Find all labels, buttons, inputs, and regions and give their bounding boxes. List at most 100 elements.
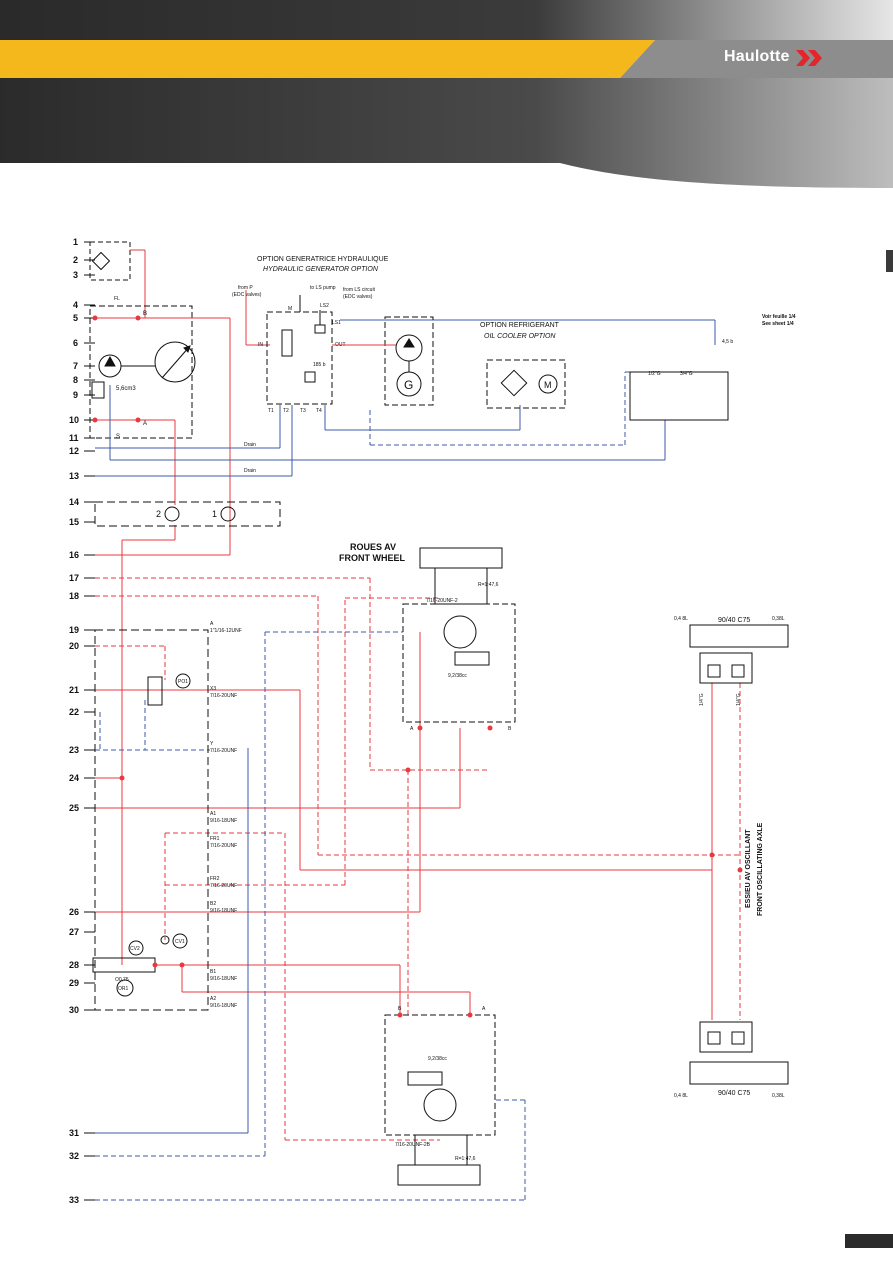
port-x3: X3 bbox=[210, 686, 216, 692]
junction-dot bbox=[92, 315, 98, 321]
generator-pressure: 185 b bbox=[313, 362, 326, 368]
junction-dots bbox=[92, 315, 743, 1018]
return-lines bbox=[95, 319, 716, 1134]
line-number-22: 22 bbox=[69, 707, 79, 717]
port-a2: A2 bbox=[210, 996, 216, 1002]
generator-t2: T2 bbox=[283, 408, 289, 414]
axle-cylinder-top bbox=[689, 624, 789, 684]
junction-dot bbox=[119, 775, 125, 781]
line-number-13: 13 bbox=[69, 471, 79, 481]
line-number-24: 24 bbox=[69, 773, 79, 783]
front-wheel-disp: 9,2/38cc bbox=[448, 673, 467, 679]
front-wheel-tire bbox=[419, 547, 503, 569]
cooler-title-en: OIL COOLER OPTION bbox=[484, 333, 556, 340]
junction-dot bbox=[397, 1012, 403, 1018]
or1-label: OR1 bbox=[118, 986, 129, 992]
generator-title-en: HYDRAULIC GENERATOR OPTION bbox=[263, 266, 379, 273]
junction-dot bbox=[135, 417, 141, 423]
port-thread-x3: 7/16-20UNF bbox=[210, 693, 237, 699]
junction-dot bbox=[179, 962, 185, 968]
generator-edc2: (EDC valves) bbox=[343, 294, 373, 300]
generator-to-ls: to LS pump bbox=[310, 285, 336, 291]
sheet-ref-fr: Voir feuille 1/4 bbox=[762, 314, 796, 320]
generator-t1: T1 bbox=[268, 408, 274, 414]
port-b1: B1 bbox=[210, 969, 216, 975]
junction-dot bbox=[135, 315, 141, 321]
front-wheel-port: 7/16-20UNF-2 bbox=[426, 598, 458, 604]
valve-block bbox=[92, 629, 209, 1011]
port-thread-fr2: 7/16-20UNF bbox=[210, 883, 237, 889]
line-number-19: 19 bbox=[69, 625, 79, 635]
port-thread-fr1: 7/16-20UNF bbox=[210, 843, 237, 849]
rear-wheel-port: 7/16-20UNF-2B bbox=[395, 1142, 431, 1148]
pump-port-s: S bbox=[116, 434, 120, 440]
axle-cylinder-top-vol-left: 0,4 8L bbox=[674, 616, 688, 622]
logo-chevron-icon bbox=[796, 50, 822, 66]
cooler-motor-letter: M bbox=[544, 380, 552, 390]
generator-t3: T3 bbox=[300, 408, 306, 414]
generator-m: M bbox=[288, 306, 292, 312]
port-thread-b1: 9/16-18UNF bbox=[210, 976, 237, 982]
line-number-4: 4 bbox=[73, 300, 78, 310]
axle-cylinder-top-vol-right: 0,38L bbox=[772, 616, 785, 622]
pump-displacement: 5,6cm3 bbox=[116, 386, 136, 392]
front-wheel-port-a: A bbox=[410, 726, 414, 732]
front-wheel-title-fr: ROUES AV bbox=[350, 542, 396, 552]
return-dashed-lines bbox=[95, 371, 650, 1201]
front-wheel-title-en: FRONT WHEEL bbox=[339, 553, 405, 563]
line-number-21: 21 bbox=[69, 685, 79, 695]
generator-t4: T4 bbox=[316, 408, 322, 414]
port-thread-a1: 9/16-18UNF bbox=[210, 818, 237, 824]
junction-dot bbox=[467, 1012, 473, 1018]
port-thread-a2: 9/16-18UNF bbox=[210, 1003, 237, 1009]
rear-wheel-disp: 9,2/38cc bbox=[428, 1056, 447, 1062]
line-number-20: 20 bbox=[69, 641, 79, 651]
port-fr1: FR1 bbox=[210, 836, 220, 842]
axle-thread-top-left: 1/4"G bbox=[699, 693, 705, 706]
line-number-7: 7 bbox=[73, 361, 78, 371]
line-number-10: 10 bbox=[69, 415, 79, 425]
line-number-6: 6 bbox=[73, 338, 78, 348]
drain-label-1: Drain bbox=[244, 442, 256, 448]
generator-ls1: LS1 bbox=[332, 320, 341, 326]
port-y: Y bbox=[210, 741, 214, 747]
line-number-18: 18 bbox=[69, 591, 79, 601]
motor-right-number: 1 bbox=[212, 509, 217, 519]
port-thread-b2: 9/16-18UNF bbox=[210, 908, 237, 914]
line-number-8: 8 bbox=[73, 375, 78, 385]
pilot-lines bbox=[95, 577, 741, 1141]
generator-valve-block bbox=[266, 295, 333, 405]
generator-edc: (EDC valves) bbox=[232, 292, 262, 298]
line-number-15: 15 bbox=[69, 517, 79, 527]
axle-title-en: FRONT OSCILLATING AXLE bbox=[757, 822, 764, 916]
generator-letter: G bbox=[404, 378, 413, 392]
cv1-label: CV1 bbox=[175, 939, 185, 945]
front-wheel-ratio: R=1:47,6 bbox=[478, 582, 499, 588]
po1-label: PO1 bbox=[178, 679, 188, 685]
oil-cooler bbox=[486, 359, 566, 409]
rear-wheel-port-a: A bbox=[482, 1006, 486, 1012]
port-a1: A1 bbox=[210, 811, 216, 817]
axle-title-fr: ESSIEU AV OSCILLANT bbox=[745, 829, 752, 908]
pump-port-b: B bbox=[143, 311, 147, 317]
generator-title-fr: OPTION GENERATRICE HYDRAULIQUE bbox=[257, 256, 389, 263]
line-number-11: 11 bbox=[69, 433, 79, 443]
rear-wheel-tire bbox=[397, 1164, 481, 1186]
line-number-2: 2 bbox=[73, 255, 78, 265]
line-number-26: 26 bbox=[69, 907, 79, 917]
line-number-30: 30 bbox=[69, 1005, 79, 1015]
port-thread-a: 1"1/16-12UNF bbox=[210, 628, 242, 634]
port-a: A bbox=[210, 621, 214, 627]
orifice-label: O0,75 bbox=[115, 977, 129, 983]
line-number-14: 14 bbox=[69, 497, 79, 507]
rear-wheel-port-b: B bbox=[398, 1006, 402, 1012]
tank-port-2: 3/4"G bbox=[680, 371, 693, 377]
junction-dot bbox=[152, 962, 158, 968]
header-accent-band bbox=[0, 40, 893, 78]
axle-cylinder-bottom bbox=[689, 1021, 789, 1085]
axle-cylinder-bottom-label: 90/40 C75 bbox=[718, 1090, 750, 1097]
sheet-ref-en: See sheet 1/4 bbox=[762, 321, 794, 327]
return-filter bbox=[89, 241, 146, 318]
cv2-label: CV2 bbox=[130, 946, 140, 952]
